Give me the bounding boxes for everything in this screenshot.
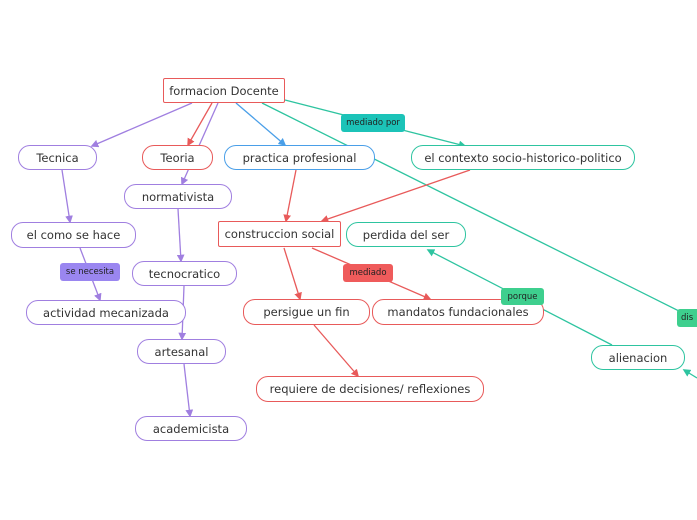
node-actividad-mecanizada[interactable]: actividad mecanizada [26, 300, 186, 325]
node-tecnica[interactable]: Tecnica [18, 145, 97, 170]
node-normativista[interactable]: normativista [124, 184, 232, 209]
edge-root-offright [261, 102, 697, 321]
edge-root-normativista [180, 102, 219, 186]
node-alienacion[interactable]: alienacion [591, 345, 685, 370]
node-artesanal[interactable]: artesanal [137, 339, 226, 364]
edge-contexto-construccion [320, 169, 471, 223]
edge-construccion-persigue [283, 247, 302, 301]
edge-normativista-tecnocratico [176, 208, 185, 263]
node-contexto[interactable]: el contexto socio-historico-politico [411, 145, 635, 170]
node-construccion-social[interactable]: construccion social [218, 221, 341, 247]
edge-root-practica [235, 102, 287, 147]
edge-artesanal-academicista [183, 363, 194, 418]
node-practica-profesional[interactable]: practica profesional [224, 145, 375, 170]
node-mandatos-fundacionales[interactable]: mandatos fundacionales [372, 299, 544, 325]
edge-persigue-requiere [313, 324, 360, 378]
label-dis[interactable]: dis [677, 309, 697, 327]
node-requiere-decisiones[interactable]: requiere de decisiones/ reflexiones [256, 376, 484, 402]
edge-root-teoria [187, 102, 213, 147]
edge-root-tecnica [90, 102, 193, 148]
node-tecnocratico[interactable]: tecnocratico [132, 261, 237, 286]
node-persigue-un-fin[interactable]: persigue un fin [243, 299, 370, 325]
edge-practica-construccion [283, 169, 297, 223]
node-el-como-se-hace[interactable]: el como se hace [11, 222, 136, 248]
node-formacion-docente[interactable]: formacion Docente [163, 78, 285, 103]
label-se-necesita[interactable]: se necesita [60, 263, 120, 281]
node-academicista[interactable]: academicista [135, 416, 247, 441]
node-teoria[interactable]: Teoria [142, 145, 213, 170]
label-mediado-por[interactable]: mediado por [341, 114, 405, 132]
label-porque[interactable]: porque [501, 288, 544, 305]
edge-offright-alienacion [682, 369, 697, 379]
label-mediado[interactable]: mediado [343, 264, 393, 282]
node-perdida-del-ser[interactable]: perdida del ser [346, 222, 466, 247]
edge-tecnica-como [61, 169, 73, 224]
